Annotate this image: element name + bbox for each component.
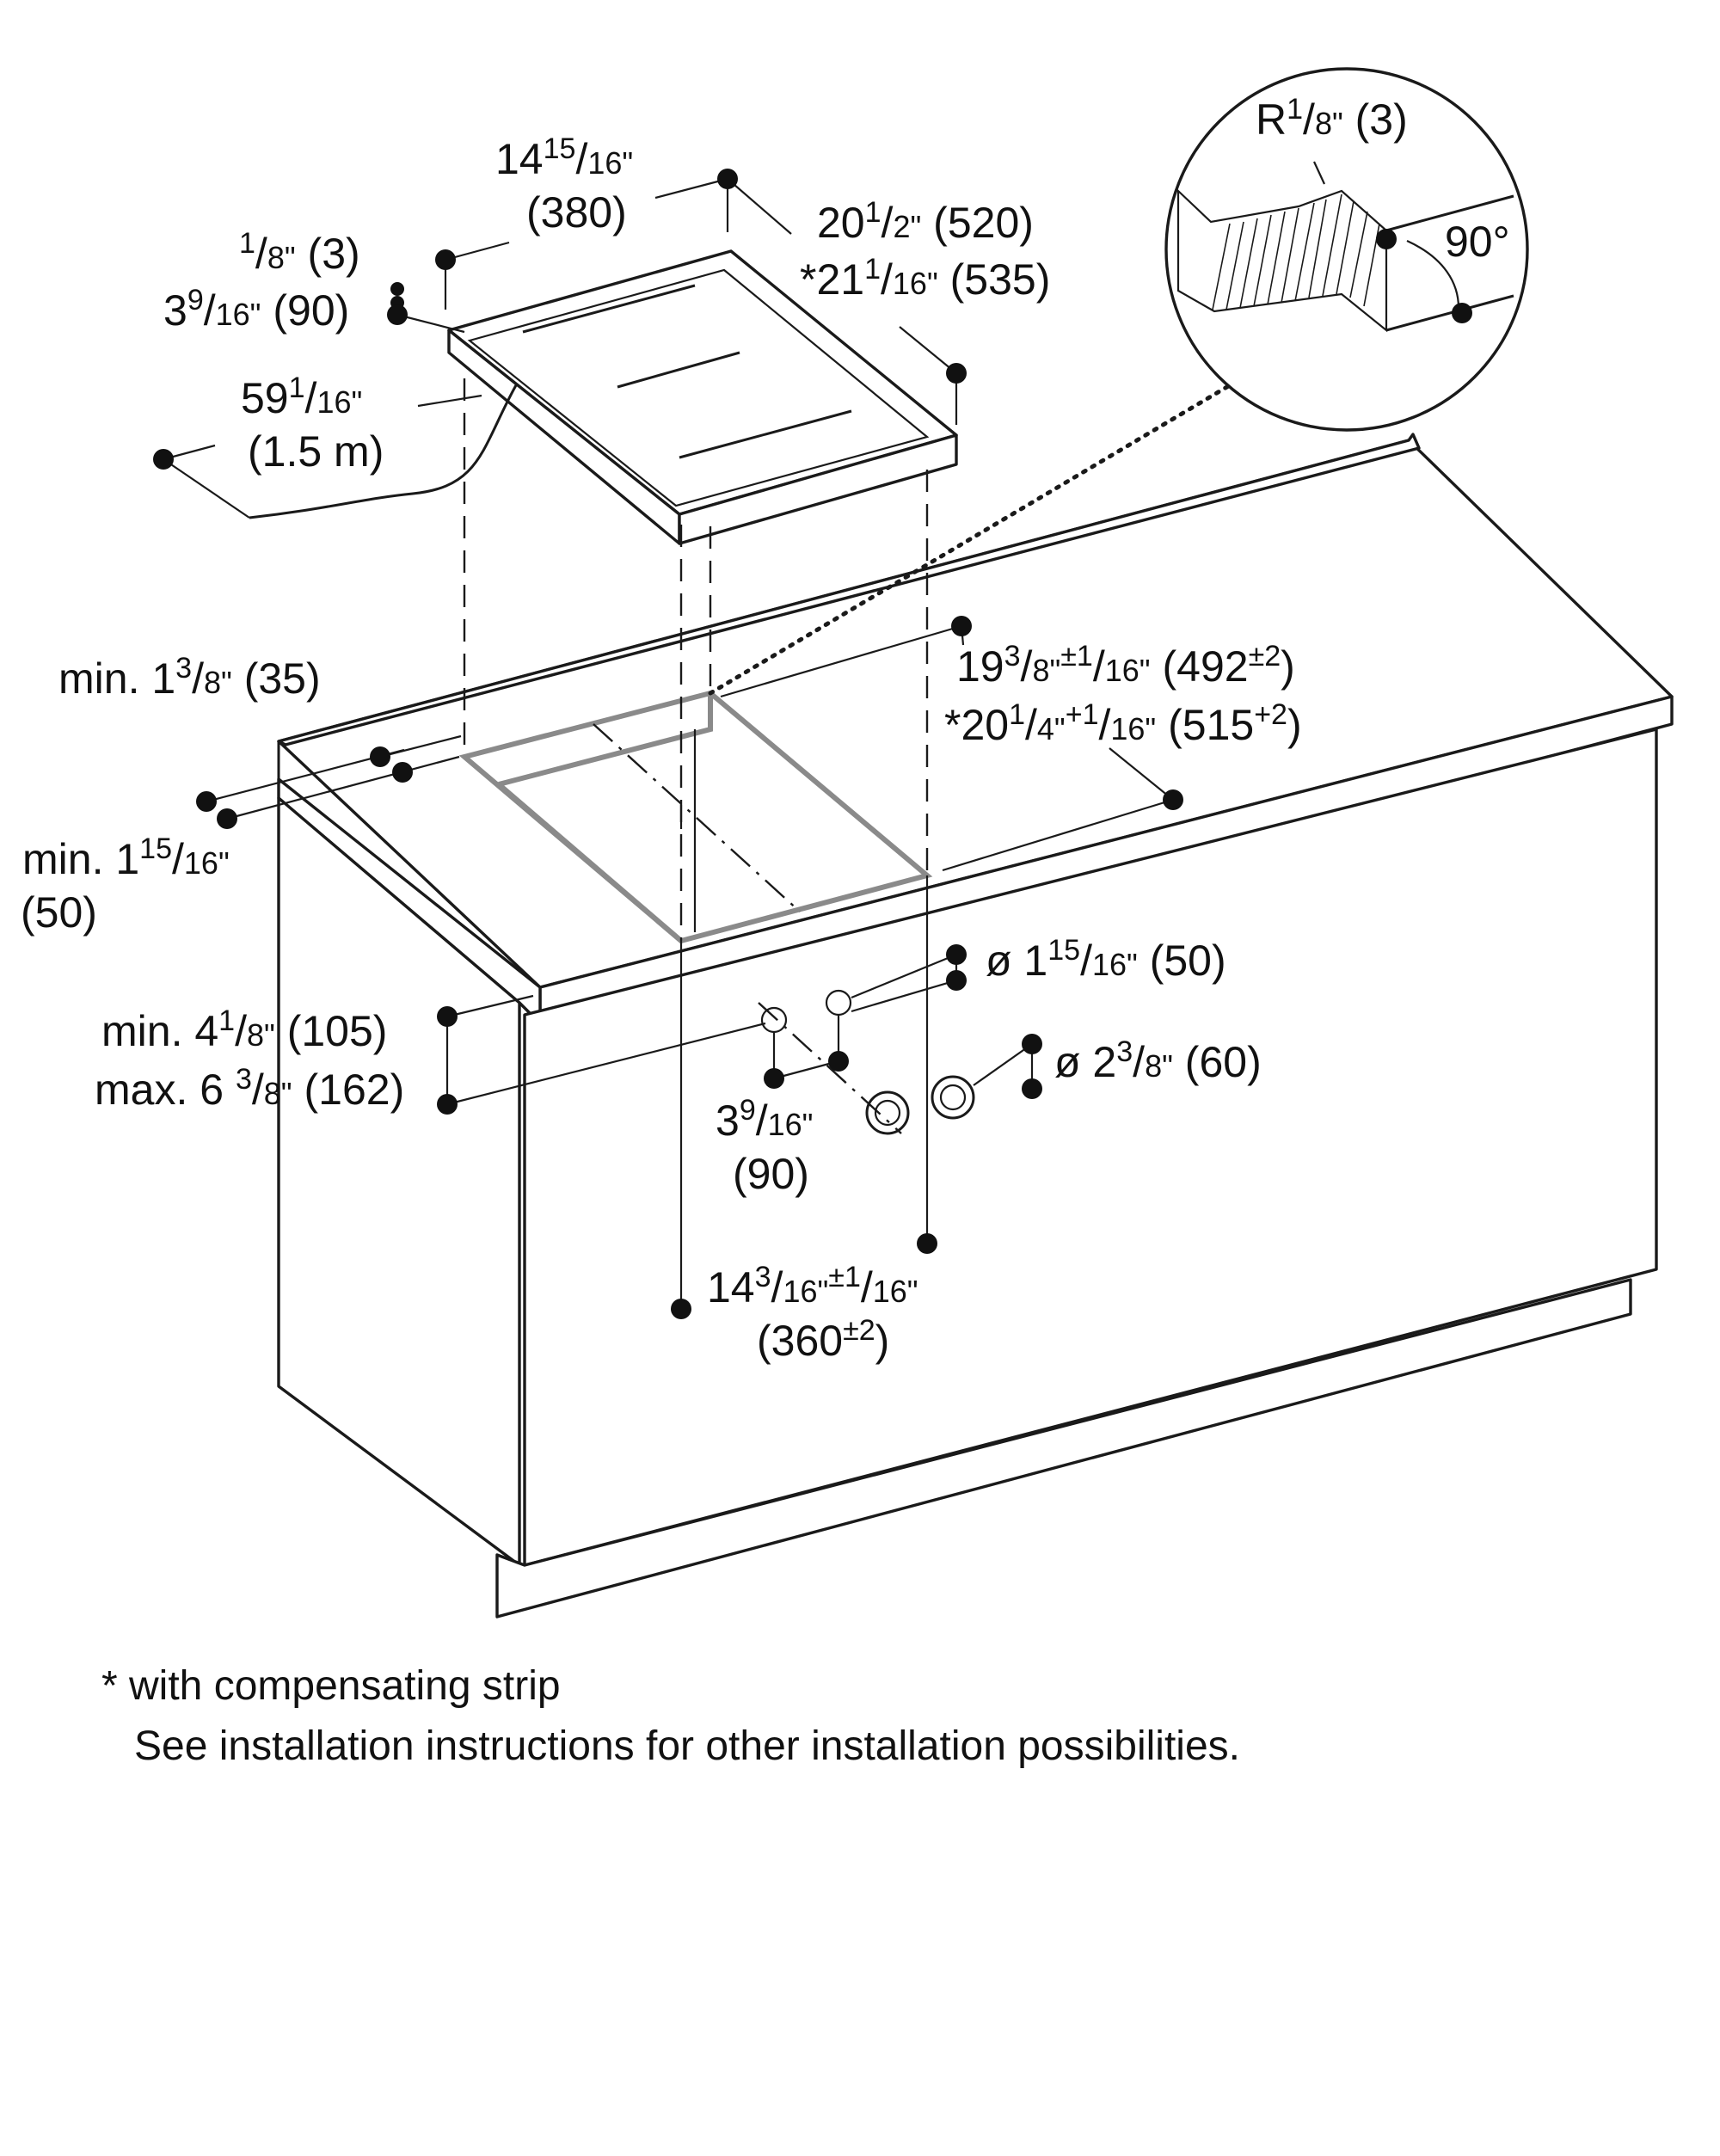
label-depth-top-strip: *211/16" (535): [800, 253, 1050, 304]
label-cutout-depth: 193/8"±1/16" (492±2): [956, 640, 1295, 691]
dimension-dots: [153, 169, 1183, 1319]
cooktop-appliance: [249, 249, 958, 545]
label-cable-length-metric: (1.5 m): [248, 427, 384, 476]
label-hole-diameter-small: ø 115/16" (50): [986, 934, 1226, 985]
label-counter-min: min. 41/8" (105): [101, 1004, 387, 1055]
note-installation: See installation instructions for other …: [134, 1723, 1240, 1769]
label-cable-length: 591/16": [241, 372, 362, 422]
label-counter-max: max. 6 3/8" (162): [95, 1063, 404, 1114]
label-depth-top: 201/2" (520): [817, 196, 1034, 247]
leader-lines: [163, 177, 1174, 1106]
label-hole-diameter-large: ø 23/8" (60): [1054, 1035, 1262, 1086]
cabinet: [277, 433, 1674, 1619]
label-appliance-height: 39/16" (90): [163, 284, 349, 335]
label-cutout-width-metric: (360±2): [757, 1314, 889, 1365]
label-min-back: min. 13/8" (35): [58, 652, 321, 703]
label-detail-radius: R1/8" (3): [1256, 93, 1408, 144]
label-hole-spacing: 39/16": [716, 1094, 813, 1145]
note-compensating-strip: * with compensating strip: [101, 1663, 561, 1709]
label-hole-spacing-metric: (90): [733, 1150, 809, 1198]
label-frame-thickness: 1/8" (3): [239, 227, 360, 278]
label-detail-angle: 90°: [1445, 218, 1510, 266]
label-width-top: 1415/16": [495, 132, 633, 183]
projection-lines: [463, 378, 1232, 1316]
label-min-front-metric: (50): [21, 888, 97, 937]
label-min-front: min. 115/16": [22, 832, 230, 883]
holes: [758, 989, 975, 1135]
label-width-top-metric: (380): [526, 188, 627, 236]
label-cutout-depth-strip: *201/4"+1/16" (515+2): [944, 698, 1302, 749]
label-cutout-width: 143/16"±1/16": [707, 1261, 918, 1311]
edge-detail: [1164, 67, 1529, 432]
